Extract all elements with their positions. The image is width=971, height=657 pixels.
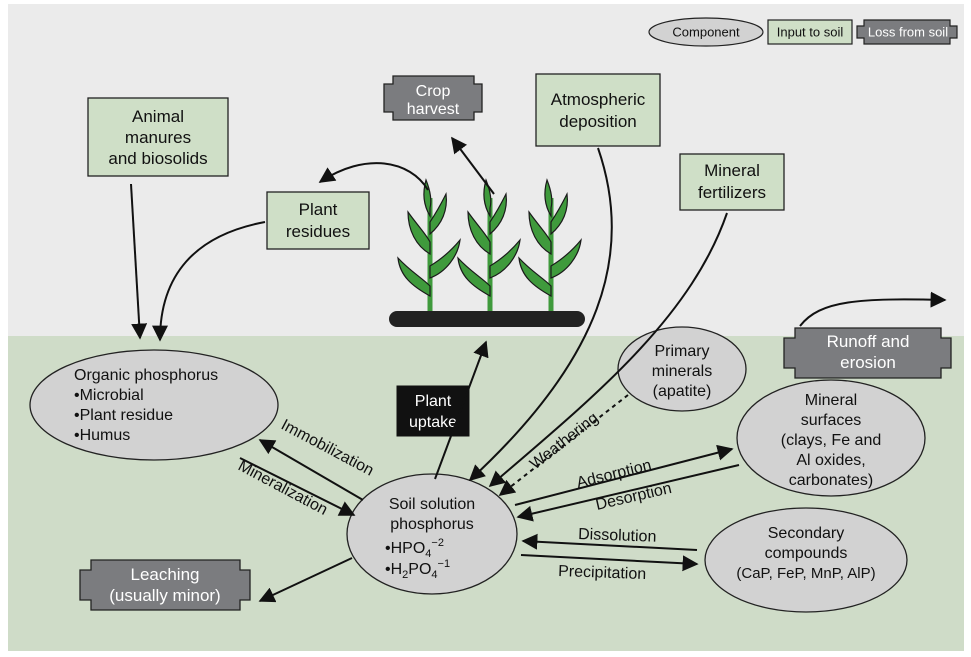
animal-manures-line-3: and biosolids [108,149,207,168]
component-organic-phosphorus: Organic phosphorus •Microbial •Plant res… [29,349,279,461]
ground-bar [389,311,585,327]
organic-p-item-2: •Plant residue [74,407,173,424]
component-soil-solution-phosphorus: Soil solution phosphorus •HPO4−2 •H2PO4−… [346,473,518,595]
component-mineral-surfaces: Mineral surfaces (clays, Fe and Al oxide… [736,379,926,497]
loss-leaching: Leaching (usually minor) [79,559,251,611]
arrow-leaching [258,557,353,603]
mineral-surfaces-line-1: Mineral [805,392,857,409]
component-secondary-compounds: Secondary compounds (CaP, FeP, MnP, AlP) [704,507,908,613]
legend-loss-label: Loss from soil [868,25,948,40]
crop-harvest-line-1: Crop [416,83,451,100]
plant-residues-line-2: residues [286,222,350,241]
secondary-compounds-line-1: Secondary [768,525,845,542]
crop-harvest-line-2: harvest [407,101,460,118]
leaching-line-1: Leaching [130,565,199,584]
runoff-erosion-line-2: erosion [840,353,896,372]
flow-arrows [130,136,947,603]
input-atmospheric-deposition: Atmospheric deposition [535,73,661,147]
h2po4-formula: •H2PO4−1 [385,558,450,581]
crop-plants [389,180,585,327]
arrow-plants-to-residues [318,162,429,191]
leaching-line-2: (usually minor) [109,586,220,605]
atmospheric-deposition-line-1: Atmospheric [551,90,646,109]
mineral-surfaces-line-5: carbonates) [789,472,874,489]
input-plant-residues: Plant residues [266,191,370,250]
plant-uptake-line-1: Plant [415,393,452,410]
mineral-surfaces-line-2: surfaces [801,412,861,429]
mineral-fertilizers-line-1: Mineral [704,161,760,180]
label-precipitation: Precipitation [558,563,647,583]
mineral-surfaces-line-4: Al oxides, [796,452,865,469]
input-animal-manures: Animal manures and biosolids [87,97,229,177]
soil-solution-line-2: phosphorus [390,516,474,533]
secondary-compounds-line-2: compounds [765,545,848,562]
label-dissolution: Dissolution [578,526,657,546]
mineral-fertilizers-line-2: fertilizers [698,183,766,202]
hpo4-formula: •HPO4−2 [385,537,444,560]
legend-loss-swatch [856,19,958,45]
arrow-precipitation [520,554,699,572]
arrow-weathering [498,394,629,496]
legend-component-label: Component [672,25,740,40]
atmospheric-deposition-line-2: deposition [559,112,637,131]
loss-runoff-erosion: Runoff and erosion [783,327,952,379]
soil-solution-line-1: Soil solution [389,496,475,513]
primary-minerals-line-3: (apatite) [653,383,712,400]
legend-input-swatch [767,19,853,45]
legend-input-label: Input to soil [777,25,844,40]
primary-minerals-line-1: Primary [654,343,709,360]
plant-residues-line-1: Plant [299,200,338,219]
organic-p-item-3: •Humus [74,427,130,444]
organic-p-item-1: •Microbial [74,387,144,404]
arrow-desorption [516,464,740,522]
arrow-manures-to-organic [130,183,148,340]
animal-manures-line-1: Animal [132,107,184,126]
component-primary-minerals: Primary minerals (apatite) [617,326,747,412]
arrow-deposition-to-solution [468,147,613,482]
legend: Component Input to soil Loss from soil [648,17,958,47]
legend-component-swatch [648,17,764,47]
arrow-plants-to-harvest [451,136,495,195]
arrow-plant-uptake [434,340,489,480]
organic-p-title: Organic phosphorus [74,367,218,384]
loss-crop-harvest: Crop harvest [383,75,483,121]
arrow-fertilizers-to-solution [488,212,728,488]
secondary-compounds-line-3: (CaP, FeP, MnP, AlP) [736,565,875,582]
input-mineral-fertilizers: Mineral fertilizers [679,153,785,211]
primary-minerals-line-2: minerals [652,363,712,380]
arrow-immobilization [258,439,364,501]
arrow-adsorption [514,444,734,506]
animal-manures-line-2: manures [125,128,191,147]
runoff-erosion-line-1: Runoff and [827,332,910,351]
arrow-mineralization [239,457,356,516]
plant-uptake-box: Plant uptake [396,385,470,437]
arrow-runoff [799,291,947,327]
arrow-residues-to-organic [152,221,266,342]
mineral-surfaces-line-3: (clays, Fe and [781,432,881,449]
plant-uptake-line-2: uptake [409,414,457,431]
arrow-dissolution [521,533,698,551]
